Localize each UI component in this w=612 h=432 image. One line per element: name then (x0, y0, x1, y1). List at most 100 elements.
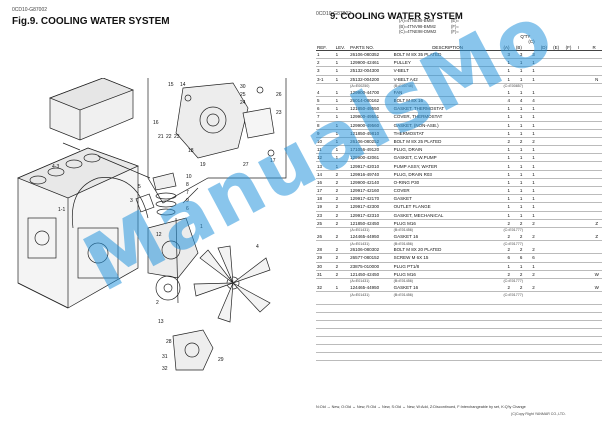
cell-r (591, 88, 602, 97)
cell-a: 1 (502, 170, 515, 179)
cell-c: 1 (527, 88, 540, 97)
cell-a: 1 (502, 211, 515, 220)
pump-lower-detail (172, 329, 214, 371)
serial-note: (C=E00857) (503, 84, 523, 89)
cell-d (539, 178, 553, 188)
cell-ref: 13 (316, 161, 335, 171)
cell-r (591, 137, 602, 147)
cell-d (539, 211, 553, 220)
cell-a: 1 (502, 58, 515, 68)
head-cover (49, 78, 134, 141)
serial-note-row: (A=E01431)(B=E01456)(C=E01777) (316, 241, 602, 247)
cell-desc: PLUG M16 (392, 270, 503, 279)
cell-e (552, 270, 565, 279)
callout: 23 (174, 134, 180, 140)
cell-e (552, 75, 565, 84)
cell-ref: 26 (316, 232, 335, 242)
serial-note-row: (A=E01431)(B=E01456)(C=E01777) (316, 278, 602, 284)
v-belt (71, 177, 149, 229)
cell-lev: 2 (334, 194, 350, 204)
cell-ref: 11 (316, 145, 335, 155)
cell-e (552, 219, 565, 228)
callout: 13 (158, 319, 164, 325)
cell-parts_no: 124465-44950 (349, 232, 393, 242)
cell-e (552, 58, 565, 68)
callout: 25 (240, 92, 246, 98)
cell-e (552, 211, 565, 220)
cell-d (539, 232, 553, 242)
callout: 31 (162, 354, 168, 360)
cell-lev: 2 (334, 219, 350, 228)
serial-note: (B=E00748) (393, 84, 413, 89)
cell-c: 2 (527, 246, 540, 255)
cell-lev: 1 (334, 88, 350, 97)
cell-b: 1 (514, 66, 528, 76)
cell-i (577, 283, 592, 293)
callout: 21 (158, 134, 164, 140)
callout: 4-3 (52, 164, 59, 170)
col-ref: REF. (316, 40, 335, 51)
cell-f (564, 246, 578, 255)
callout: 27 (243, 162, 249, 168)
cell-b: 2 (514, 270, 528, 279)
cell-d (539, 219, 553, 228)
cell-e (552, 232, 565, 242)
cell-lev: 2 (334, 178, 350, 188)
cell-f (564, 50, 578, 60)
cell-desc: V-BELT (392, 66, 503, 76)
cell-r (591, 161, 602, 171)
cell-ref: 31 (316, 270, 335, 279)
cell-r (591, 194, 602, 204)
cell-f (564, 88, 578, 97)
cell-desc: GASKET, C.W.PUMP (392, 153, 503, 163)
cell-r (591, 96, 602, 106)
cell-r: W (591, 283, 602, 293)
callout: 26 (276, 92, 282, 98)
col-qty-b: (B) (514, 40, 528, 51)
cell-ref: 7 (316, 112, 335, 122)
serial-note: (C=E01777) (503, 241, 523, 246)
cell-e (552, 104, 565, 114)
cell-d (539, 112, 553, 122)
cell-ref: 3 (316, 66, 335, 76)
cell-f (564, 270, 578, 279)
model-line: (C)=4TNE98-DMM2(F)= (399, 29, 459, 35)
col-qty-f: (F) (564, 40, 578, 51)
cell-a: 1 (502, 153, 515, 163)
cell-f (564, 253, 578, 263)
cell-parts_no: 129916-49740 (349, 170, 393, 179)
cell-parts_no: 121850-42450 (349, 219, 393, 228)
cell-c: 1 (527, 153, 540, 163)
cell-f (564, 121, 578, 130)
cell-r (591, 58, 602, 68)
cell-ref: 2 (316, 58, 335, 68)
cell-f (564, 219, 578, 228)
cell-b: 2 (514, 232, 528, 242)
cell-c: 2 (527, 232, 540, 242)
cell-parts_no: 26106-080352 (349, 50, 393, 60)
cell-r (591, 104, 602, 114)
cell-desc: PUMP ASSY, WATER (392, 161, 503, 171)
empty-row (316, 328, 602, 338)
cell-f (564, 145, 578, 155)
cell-parts_no: 23875-010000 (349, 262, 393, 271)
cell-i (577, 232, 592, 242)
cell-ref: 14 (316, 170, 335, 179)
cell-a: 1 (502, 75, 515, 84)
cell-f (564, 232, 578, 242)
cell-f (564, 66, 578, 76)
cell-ref: 8 (316, 121, 335, 130)
cell-parts_no: 121850-49810 (349, 129, 393, 138)
cell-f (564, 104, 578, 114)
cell-parts_no: 25132-004300 (349, 66, 393, 76)
cell-i (577, 96, 592, 106)
cell-r (591, 246, 602, 255)
cell-i (577, 194, 592, 204)
cell-a: 2 (502, 283, 515, 293)
